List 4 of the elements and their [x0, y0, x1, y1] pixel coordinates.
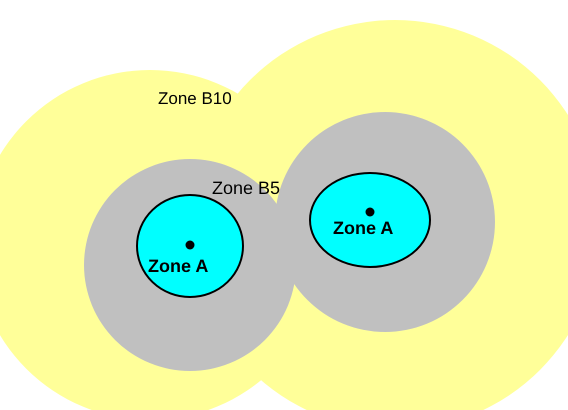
- zone-label: Zone A: [148, 256, 208, 276]
- zone-label: Zone B5: [212, 178, 280, 198]
- zone-label: Zone B10: [158, 90, 232, 108]
- zone-label: Zone A: [333, 218, 394, 238]
